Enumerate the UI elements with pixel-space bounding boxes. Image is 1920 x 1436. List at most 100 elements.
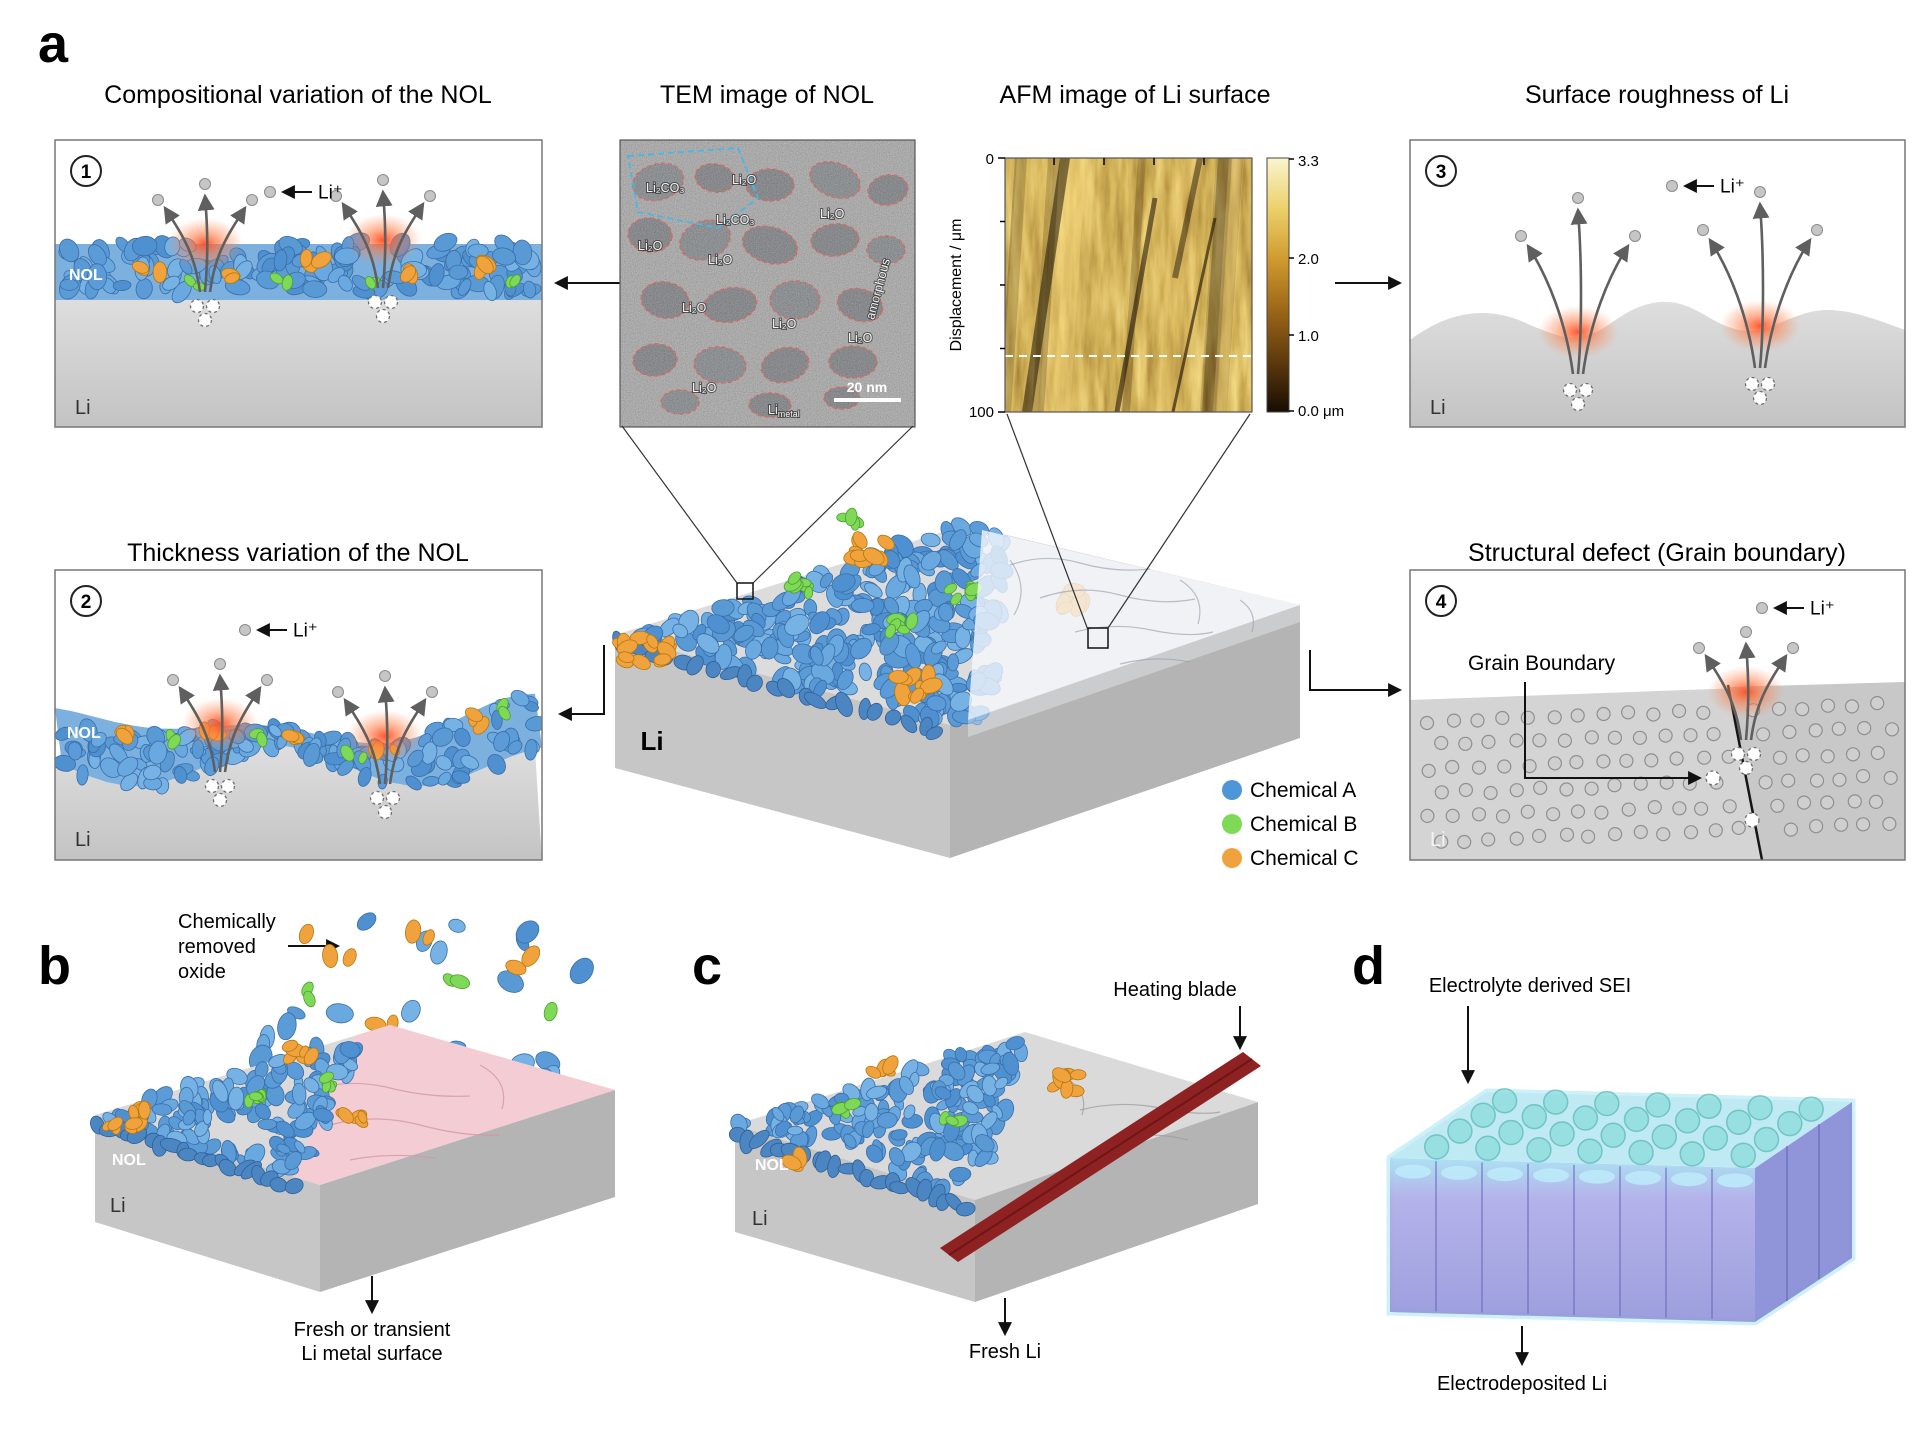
li-atom: [1520, 710, 1535, 725]
li-atom: [1870, 696, 1885, 711]
sei-top-cell: [1542, 1089, 1569, 1115]
nol-particles: [612, 507, 1091, 740]
particle: [920, 532, 941, 548]
li-atom: [1731, 820, 1746, 835]
li-atom: [1782, 724, 1797, 740]
particle: [294, 1140, 306, 1154]
li-label: Li: [110, 1195, 126, 1217]
particle: [746, 674, 763, 692]
afm-streak: [1213, 158, 1244, 412]
particle: [143, 764, 162, 781]
particle: [809, 611, 830, 635]
panel-number-1: 1: [81, 162, 92, 183]
li-atom: [1672, 801, 1687, 816]
afm-streak: [1005, 158, 1027, 412]
tem-label-li2o: Li₂O: [708, 253, 733, 267]
particle: [934, 1086, 952, 1100]
legend-dot-chemical-c: [1222, 848, 1242, 868]
particle: [955, 1201, 976, 1217]
li-atom: [1706, 727, 1721, 742]
nol-label: NOL: [67, 725, 101, 742]
sei-right-face: [1755, 1102, 1852, 1322]
li-atom: [1697, 750, 1712, 765]
nol-label: NOL: [69, 267, 103, 284]
particle: [273, 249, 288, 272]
panel-grain-boundary: Grain Boundary Li 4: [1409, 569, 1906, 861]
afm-zoom-line: [1006, 413, 1089, 631]
panel-number-2: 2: [81, 592, 92, 613]
particle: [291, 1082, 307, 1106]
tem-content: Li₂CO₃ Li₂O Li₂CO₃ Li₂O Li₂O Li₂O Li₂O L…: [620, 140, 915, 427]
sei-top-cell: [1753, 1126, 1780, 1153]
native-wavy-layer: [968, 530, 1300, 737]
li-substrate-wavy: [1410, 301, 1905, 427]
particle: [281, 729, 300, 743]
particle: [476, 255, 494, 275]
particle: [224, 272, 240, 284]
particle: [422, 929, 435, 946]
tem-label-li2o: Li₂O: [820, 207, 845, 221]
particle: [954, 1046, 968, 1063]
panel-number-circle: [70, 155, 102, 187]
li-atom: [1596, 754, 1611, 769]
cb-label-1: 1.0: [1298, 328, 1319, 345]
title-structural-defect: Structural defect (Grain boundary): [1468, 539, 1846, 567]
sei-top-cell: [1651, 1123, 1678, 1150]
particle: [202, 1109, 213, 1125]
li-atom: [1795, 702, 1810, 717]
li-atom: [1607, 730, 1622, 745]
sei-top-cell: [1623, 1106, 1650, 1133]
nol-particles: [728, 1036, 1087, 1217]
afm-streak: [1200, 158, 1243, 412]
particle: [948, 1061, 966, 1081]
particle: [843, 1098, 862, 1111]
particle: [454, 727, 471, 747]
tem-label-li2o: Li₂O: [732, 173, 757, 187]
li-atom: [1607, 778, 1622, 793]
sei-column-top: [1671, 1172, 1707, 1187]
li-block-front: [615, 635, 950, 858]
afm-ytick-100: 100: [969, 404, 994, 421]
particle: [569, 957, 594, 985]
particle: [884, 624, 896, 639]
particle: [748, 1129, 770, 1149]
nol-label: NOL: [626, 587, 675, 613]
particle: [120, 772, 139, 792]
li-atom: [1683, 728, 1698, 743]
particle: [789, 1105, 804, 1124]
particle: [974, 1134, 995, 1153]
tem-label-li2co3: Li₂CO₃: [646, 181, 684, 195]
particle: [884, 709, 902, 726]
particle: [858, 662, 872, 682]
title-tem: TEM image of NOL: [660, 81, 874, 109]
particle: [281, 274, 294, 291]
li-atom: [1495, 809, 1511, 824]
particle: [882, 1055, 899, 1075]
particle: [132, 235, 158, 257]
particle: [248, 1091, 263, 1102]
li-atom: [1596, 706, 1611, 722]
li-atom: [1445, 808, 1460, 823]
tem-scale-text: 20 nm: [847, 379, 887, 395]
panel-letter-c: c: [692, 936, 722, 996]
particle: [87, 263, 107, 291]
particle: [774, 1120, 791, 1137]
particle: [460, 754, 479, 770]
li-atom: [1458, 782, 1474, 798]
title-afm: AFM image of Li surface: [1000, 81, 1271, 109]
particle: [686, 655, 704, 676]
particle: [325, 1003, 354, 1024]
panel-b-caption-line2: Li metal surface: [301, 1343, 442, 1365]
li-atom: [1809, 773, 1825, 788]
particle: [148, 740, 168, 765]
sei-column-top: [1625, 1170, 1661, 1185]
particle: [850, 637, 872, 660]
particle: [152, 261, 168, 284]
li-substrate-wavy: [55, 746, 542, 860]
li-atom: [1656, 827, 1671, 842]
particle: [59, 278, 79, 291]
afm-streak: [1114, 197, 1158, 412]
particle: [1002, 1051, 1020, 1076]
li-atom: [1856, 769, 1871, 784]
